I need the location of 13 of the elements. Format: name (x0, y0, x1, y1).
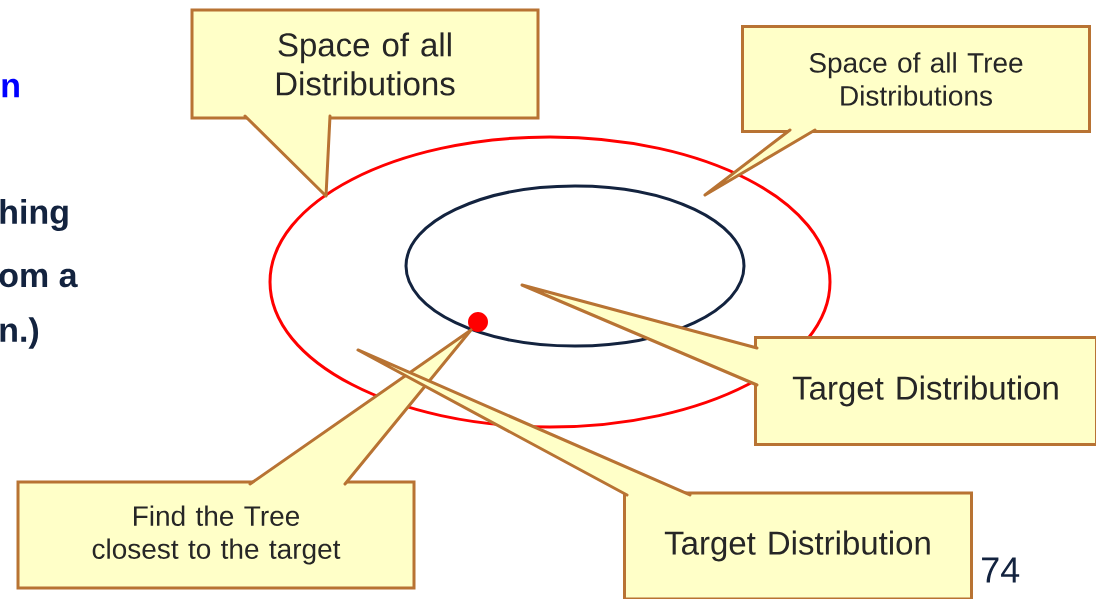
callout-box: Find the Tree closest to the target (16, 480, 416, 590)
ellipse (404, 184, 746, 348)
callout-pointer (243, 114, 332, 198)
callout-box: Target Distribution (623, 491, 973, 599)
callout-pointer (248, 328, 473, 486)
slide-text: n (2, 78, 19, 98)
callout-box: Target Distribution (754, 336, 1096, 446)
callout-pointer (520, 283, 759, 387)
slide-text: hing (0, 199, 68, 231)
dot (468, 312, 488, 332)
slide-text: om a (0, 268, 78, 288)
callout-pointer (356, 348, 692, 497)
slide-text: n.) (0, 317, 39, 349)
